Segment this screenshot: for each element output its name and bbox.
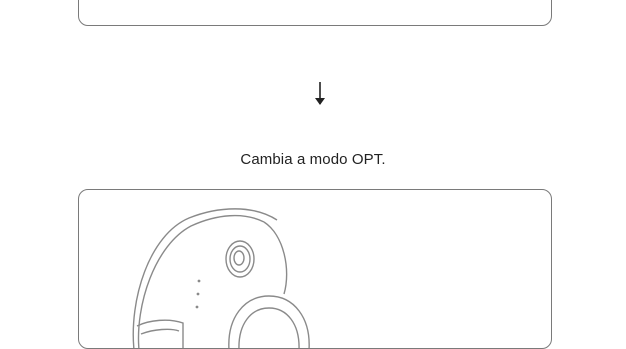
previous-step-panel — [78, 0, 552, 26]
step-illustration-panel — [78, 189, 552, 349]
speaker-illustration — [132, 208, 310, 348]
arrow-down-icon — [315, 82, 325, 105]
step-caption: Cambia a modo OPT. — [240, 151, 386, 168]
